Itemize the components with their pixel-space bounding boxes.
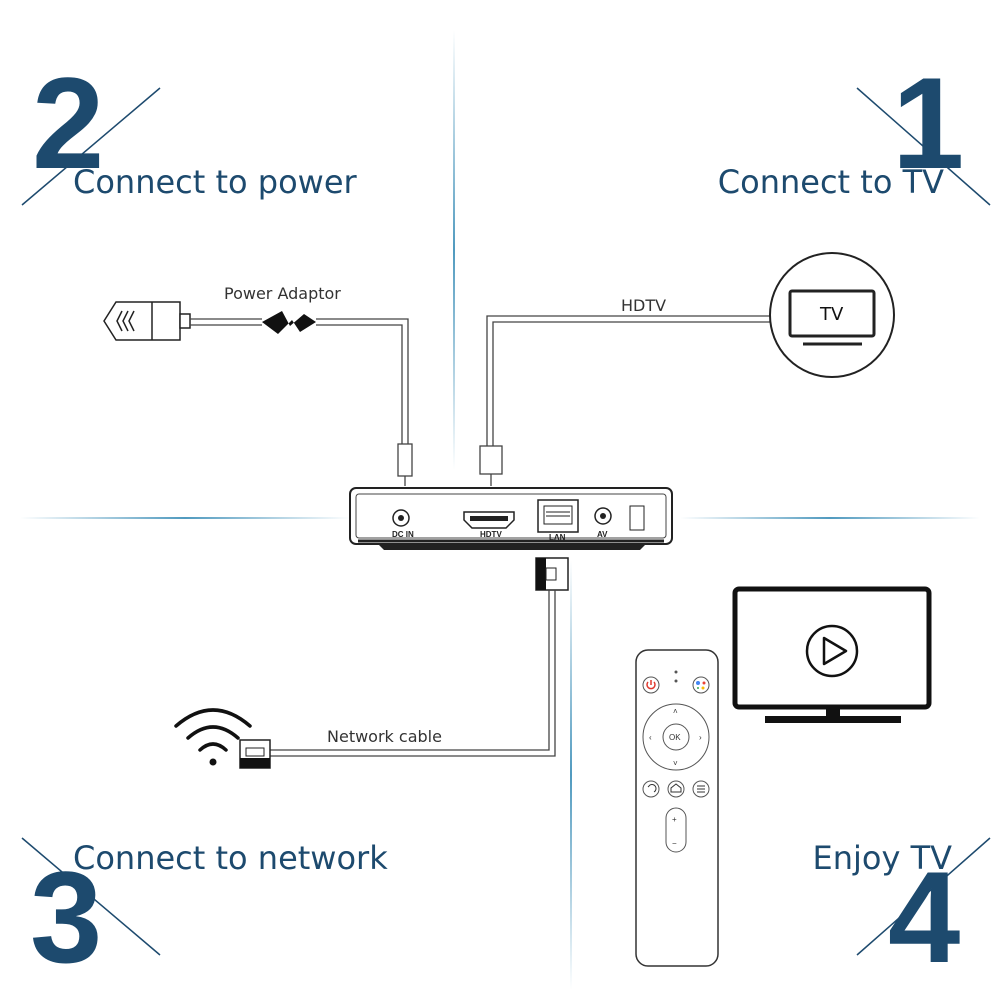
chevron-up-icon: ˄ [673,707,678,716]
volume-up-label: + [672,815,677,824]
tv-icon [788,289,876,346]
step-label-2: Connect to power [73,163,357,201]
chevron-right-icon: › [699,733,702,742]
step-slashes [21,87,991,956]
divider-vertical-top [453,30,455,470]
quadrant-dividers [20,30,980,990]
lightning-icon [262,311,316,334]
step-label-4: Enjoy TV [812,839,952,877]
port-label-dc-in: DC IN [392,530,414,539]
assistant-button [692,676,710,694]
port-label-av: AV [597,530,608,539]
ok-button-label: OK [669,733,681,742]
divider-horizontal-right [680,517,980,519]
menu-button [692,780,710,798]
av-port [594,507,612,525]
hdtv-cable-label: HDTV [621,296,667,315]
remote-control: ˄ ˅ ‹ › OK + − [635,649,719,967]
tv-badge [769,252,895,378]
network-cable [239,557,569,769]
chevron-down-icon: ˅ [673,759,678,768]
volume-rocker: + − [665,807,687,853]
home-button [667,780,685,798]
ethernet-plug-icon [239,739,271,769]
play-icon [805,624,859,678]
divider-vertical-bottom [570,560,572,990]
dc-in-port [392,509,410,527]
step-number-4: 4 [888,844,961,990]
plug-icon [103,301,191,341]
port-label-hdtv: HDTV [480,530,502,539]
lan-port [537,499,579,533]
power-button [642,676,660,694]
mic-indicator [674,670,678,674]
mic-indicator [674,679,678,683]
network-cable-label: Network cable [327,727,442,746]
volume-down-label: − [672,839,677,848]
slash-step-3 [21,837,161,956]
slash-step-1 [856,87,991,206]
hdtv-cable [479,315,772,486]
step-label-3: Connect to network [73,839,388,877]
step-label-1: Connect to TV [717,163,944,201]
enjoy-tv-screen [732,586,932,723]
ethernet-plug-icon [535,557,569,591]
step-number-1: 1 [892,50,965,196]
tv-badge-label: TV [820,304,844,325]
slash-step-4 [856,837,991,956]
dpad: ˄ ˅ ‹ › OK [642,703,710,771]
divider-horizontal-left [20,517,350,519]
power-cable [190,318,413,486]
step-number-2: 2 [32,50,105,196]
step-number-3: 3 [30,844,103,990]
hdtv-port [463,511,515,529]
slash-step-2 [21,87,161,206]
tv-box: DC IN HDTV LAN AV [349,487,673,550]
wifi-icon [174,708,252,766]
port-label-lan: LAN [549,533,566,542]
power-adaptor-label: Power Adaptor [224,284,341,303]
chevron-left-icon: ‹ [649,733,652,742]
back-button [642,780,660,798]
